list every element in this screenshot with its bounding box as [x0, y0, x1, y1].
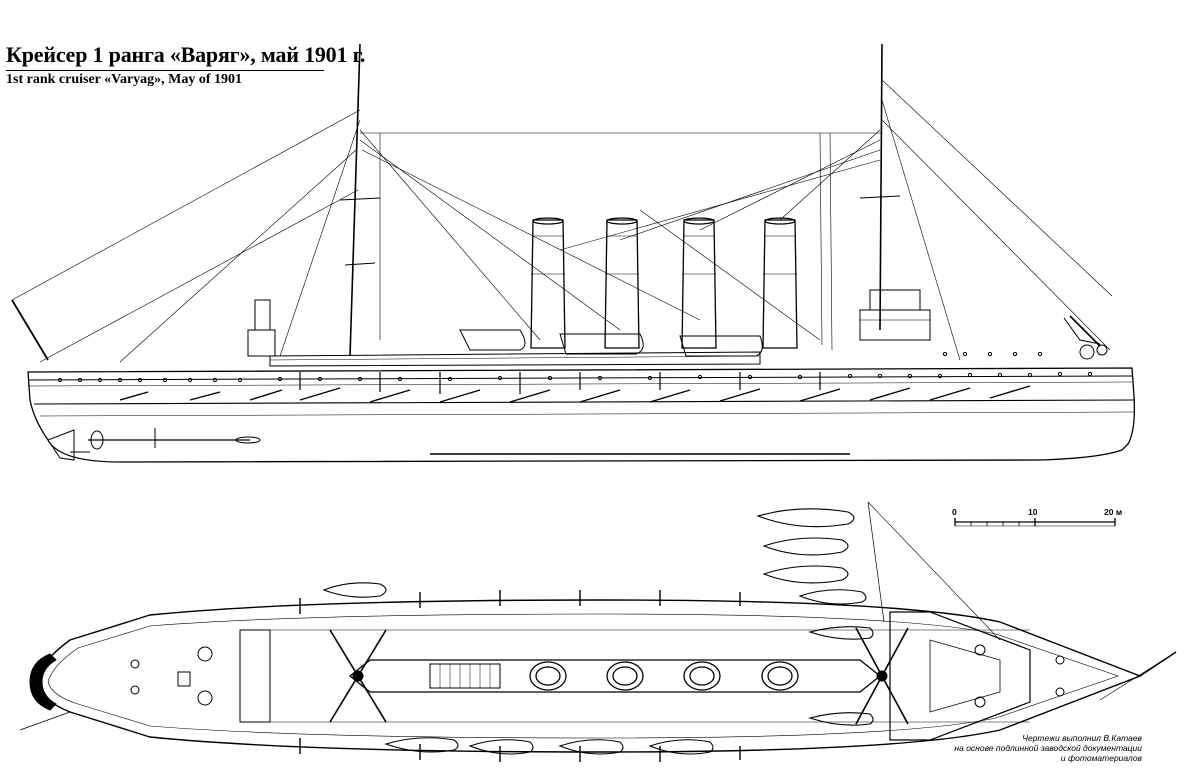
funnel-1 [530, 219, 566, 349]
plan-view [19, 501, 1177, 762]
title-underline [6, 70, 324, 71]
profile-hull [27, 367, 1136, 463]
mainmast [349, 43, 361, 357]
plan-funnels [529, 661, 799, 691]
credits-line-2: на основе подлинной заводской документац… [954, 743, 1142, 753]
scale-label-20: 20 м [1104, 507, 1122, 517]
profile-view [11, 43, 1136, 463]
plan-hull [35, 599, 1142, 753]
plan-boats [322, 508, 874, 755]
title-english: 1st rank cruiser «Varyag», May of 1901 [6, 72, 243, 87]
profile-funnels [530, 217, 798, 349]
profile-rigging [11, 79, 1113, 363]
funnel-2 [604, 219, 640, 349]
funnel-3 [681, 219, 717, 349]
profile-masts [349, 43, 883, 357]
credits-line-1: Чертежи выполнил В.Катаев [1022, 733, 1142, 743]
credits-line-3: и фотоматериалов [1060, 753, 1142, 763]
scale-label-0: 0 [952, 507, 957, 517]
title-russian: Крейсер 1 ранга «Варяг», май 1901 г. [6, 42, 366, 67]
funnel-4 [762, 219, 798, 349]
drawing-credits: Чертежи выполнил В.Катаев на основе подл… [954, 733, 1142, 763]
foremast [879, 43, 883, 331]
profile-net-booms [119, 385, 1031, 403]
scale-bar [954, 518, 1116, 527]
profile-portholes [57, 351, 1093, 383]
scale-label-10: 10 [1028, 507, 1038, 517]
